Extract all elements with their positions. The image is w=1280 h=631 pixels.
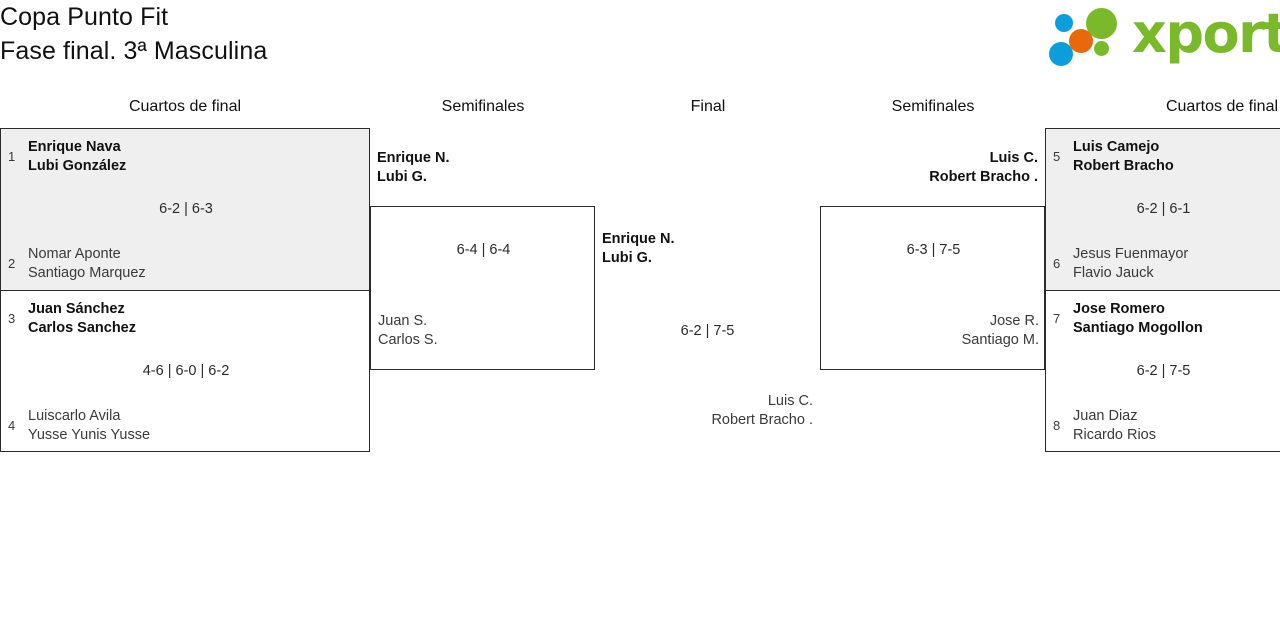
team-semifinal-right-bottom: Jose R. Santiago M. xyxy=(821,312,1039,350)
round-header-right-quarter: Cuartos de final xyxy=(1165,98,1279,115)
player-name: Luis C. xyxy=(989,150,1038,166)
logo-dot-orange xyxy=(1069,29,1093,53)
player-name: Ricardo Rios xyxy=(1073,427,1156,443)
team-qf4-bottom: Juan Diaz Ricardo Rios xyxy=(1073,407,1156,445)
player-name: Lubi G. xyxy=(602,250,652,266)
seed-number-4: 4 xyxy=(8,418,16,433)
player-name: Lubi G. xyxy=(377,169,427,185)
seed-number-8: 8 xyxy=(1053,418,1061,433)
player-name: Luis C. xyxy=(767,393,813,409)
team-qf3-top: Luis Camejo Robert Bracho xyxy=(1073,138,1174,176)
team-final-bottom: Luis C. Robert Bracho . xyxy=(595,392,813,430)
score-semifinal-left: 6-4 | 6-4 xyxy=(456,242,511,258)
team-semifinal-left-bottom: Juan S. Carlos S. xyxy=(378,312,438,350)
seed-number-5: 5 xyxy=(1053,149,1061,164)
team-qf1-bottom: Nomar Aponte Santiago Marquez xyxy=(28,245,146,283)
player-name: Jose Romero xyxy=(1073,301,1165,317)
match-box-qf2[interactable]: 3 Juan Sánchez Carlos Sanchez 4-6 | 6-0 … xyxy=(0,290,370,452)
tournament-phase: Fase final. 3ª Masculina xyxy=(0,37,268,65)
team-qf2-top: Juan Sánchez Carlos Sanchez xyxy=(28,300,136,338)
team-semifinal-left-top: Enrique N. Lubi G. xyxy=(377,149,450,187)
player-name: Jesus Fuenmayor xyxy=(1073,246,1189,262)
seed-number-6: 6 xyxy=(1053,256,1061,271)
score-semifinal-right: 6-3 | 7-5 xyxy=(906,242,961,258)
match-box-qf1[interactable]: 1 Enrique Nava Lubi González 6-2 | 6-3 2… xyxy=(0,128,370,291)
player-name: Juan Sánchez xyxy=(28,301,125,317)
player-name: Carlos S. xyxy=(378,332,438,348)
team-semifinal-right-top: Luis C. Robert Bracho . xyxy=(820,149,1038,187)
player-name: Jose R. xyxy=(989,313,1039,329)
logo-dots-icon xyxy=(1048,6,1134,66)
score-qf2: 4-6 | 6-0 | 6-2 xyxy=(142,363,230,379)
page-title: Copa Punto Fit Fase final. 3ª Masculina xyxy=(0,0,760,68)
player-name: Luis Camejo xyxy=(1073,139,1160,155)
score-qf1: 6-2 | 6-3 xyxy=(159,201,213,217)
player-name: Yusse Yunis Yusse xyxy=(28,427,151,443)
seed-number-3: 3 xyxy=(8,311,16,326)
round-header-final: Final xyxy=(690,98,726,115)
logo-dot-blue-large xyxy=(1049,42,1073,66)
player-name: Santiago Marquez xyxy=(28,265,146,281)
logo-dot-blue-small xyxy=(1055,14,1073,32)
player-name: Juan S. xyxy=(378,313,428,329)
player-name: Enrique Nava xyxy=(28,139,121,155)
match-box-qf3[interactable]: 5 Luis Camejo Robert Bracho 6-2 | 6-1 6 … xyxy=(1045,128,1280,291)
match-box-semifinal-right[interactable]: 6-3 | 7-5 Jose R. Santiago M. xyxy=(820,206,1045,370)
player-name: Robert Bracho . xyxy=(929,169,1038,185)
player-name: Robert Bracho . xyxy=(711,412,813,428)
team-qf2-bottom: Luiscarlo Avila Yusse Yunis Yusse xyxy=(28,407,150,445)
player-name: Enrique N. xyxy=(377,150,450,166)
seed-number-7: 7 xyxy=(1053,311,1061,326)
score-qf3: 6-2 | 6-1 xyxy=(1136,201,1191,217)
player-name: Flavio Jauck xyxy=(1073,265,1154,281)
team-qf1-top: Enrique Nava Lubi González xyxy=(28,138,126,176)
seed-number-2: 2 xyxy=(8,256,16,271)
score-final: 6-2 | 7-5 xyxy=(680,323,735,339)
match-box-semifinal-left[interactable]: 6-4 | 6-4 Juan S. Carlos S. xyxy=(370,206,595,370)
team-qf4-top: Jose Romero Santiago Mogollon xyxy=(1073,300,1203,338)
logo-wordmark: xporty xyxy=(1132,2,1280,65)
player-name: Luiscarlo Avila xyxy=(28,408,121,424)
logo-dot-green-small xyxy=(1094,41,1109,56)
player-name: Santiago M. xyxy=(961,332,1039,348)
round-header-right-semi: Semifinales xyxy=(891,98,975,115)
tournament-name: Copa Punto Fit xyxy=(0,3,169,31)
player-name: Carlos Sanchez xyxy=(28,320,136,336)
seed-number-1: 1 xyxy=(8,149,16,164)
round-header-left-quarter: Cuartos de final xyxy=(128,98,242,115)
team-final-top: Enrique N. Lubi G. xyxy=(602,230,675,268)
player-name: Santiago Mogollon xyxy=(1073,320,1203,336)
xporty-logo[interactable]: xporty xyxy=(1048,4,1280,66)
player-name: Lubi González xyxy=(28,158,127,174)
round-header-left-semi: Semifinales xyxy=(441,98,525,115)
player-name: Nomar Aponte xyxy=(28,246,121,262)
player-name: Juan Diaz xyxy=(1073,408,1138,424)
player-name: Robert Bracho xyxy=(1073,158,1174,174)
score-qf4: 6-2 | 7-5 xyxy=(1136,363,1191,379)
team-qf3-bottom: Jesus Fuenmayor Flavio Jauck xyxy=(1073,245,1188,283)
player-name: Enrique N. xyxy=(602,231,675,247)
match-box-qf4[interactable]: 7 Jose Romero Santiago Mogollon 6-2 | 7-… xyxy=(1045,290,1280,452)
